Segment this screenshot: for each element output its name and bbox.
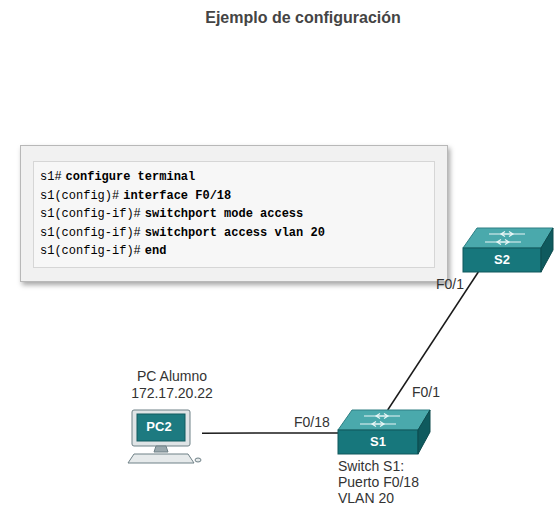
port-label: F0/1: [412, 384, 440, 400]
code-line: s1(config)# interface F0/18: [40, 187, 428, 206]
monitor-stand: [154, 446, 168, 452]
switch-icon: S1: [338, 410, 430, 454]
switch-name: S1: [338, 434, 418, 449]
code-line: s1(config-if)# switchport mode access: [40, 205, 428, 224]
port-label: Switch S1:: [338, 458, 404, 474]
switch-arrow: [376, 414, 400, 419]
switch-arrow: [372, 422, 396, 427]
pc-shape: [128, 408, 202, 468]
switch-arrow: [501, 232, 525, 237]
cli-prompt: s1(config-if)#: [40, 244, 141, 258]
diagram-title: Ejemplo de configuración: [205, 9, 401, 27]
switch-top: [338, 410, 430, 430]
ethernet-link: [202, 432, 338, 434]
switch-top: [463, 228, 553, 248]
port-label: F0/1: [436, 276, 464, 292]
cli-command: interface F0/18: [123, 189, 231, 203]
switch-arrow: [497, 240, 521, 245]
cli-prompt: s1(config-if)#: [40, 226, 141, 240]
cli-command: switchport mode access: [145, 207, 303, 221]
cli-prompt: s1(config)#: [40, 189, 119, 203]
code-panel: s1# configure terminal s1(config)# interfac…: [33, 161, 435, 268]
cli-command: switchport access vlan 20: [145, 226, 325, 240]
port-label: VLAN 20: [338, 490, 394, 506]
port-label: F0/18: [294, 414, 330, 430]
code-line: s1# configure terminal: [40, 168, 428, 187]
switch-name: S2: [463, 252, 541, 267]
mouse: [195, 458, 201, 462]
port-label: PC Alumno: [137, 368, 207, 384]
code-line: s1(config-if)# switchport access vlan 20: [40, 224, 428, 243]
cli-command: end: [145, 244, 167, 258]
code-line: s1(config-if)# end: [40, 242, 428, 261]
config-code-box: s1# configure terminal s1(config)# interfac…: [20, 145, 448, 282]
cli-prompt: s1(config-if)#: [40, 207, 141, 221]
cli-prompt: s1#: [40, 170, 62, 184]
keyboard: [128, 454, 194, 463]
port-label: Puerto F0/18: [338, 474, 419, 490]
cli-command: configure terminal: [66, 170, 196, 184]
switch-front: [463, 248, 541, 272]
switch-front: [338, 430, 418, 454]
ethernet-link: [388, 272, 479, 410]
pc-name: PC2: [128, 419, 190, 434]
port-label: 172.17.20.22: [131, 385, 213, 401]
switch-side: [541, 228, 553, 272]
switch-icon: S2: [463, 228, 553, 272]
pc-icon: PC2: [128, 408, 202, 468]
switch-side: [418, 410, 430, 454]
